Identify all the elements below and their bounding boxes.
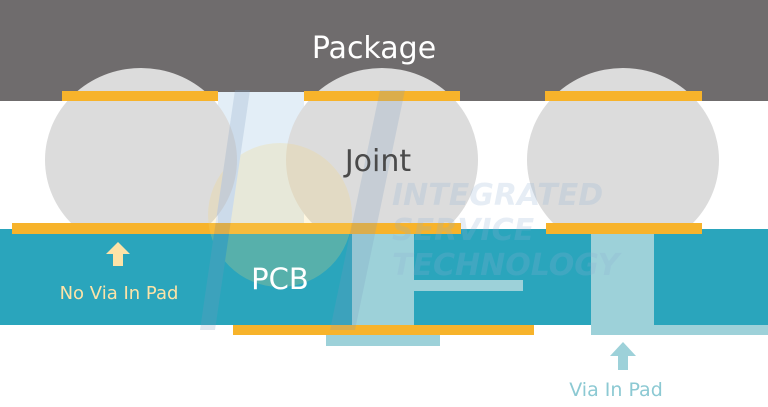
package-pad-2 — [304, 91, 460, 101]
watermark-line2: SERVICE — [392, 213, 535, 248]
solder-ball-3 — [527, 68, 719, 252]
pcb-bottom-pad — [233, 325, 534, 335]
bottom-via-strip — [326, 335, 440, 346]
via-arrow-icon — [610, 342, 636, 370]
watermark-line1: INTEGRATED — [392, 178, 603, 213]
solder-ball-1 — [45, 68, 237, 252]
package-pad-3 — [545, 91, 702, 101]
package-label: Package — [312, 31, 436, 66]
watermark: INTEGRATED SERVICE TECHNOLOGY — [200, 90, 623, 330]
via-in-pad-trace — [654, 325, 768, 335]
joint-label: Joint — [343, 144, 412, 179]
solder-ball-2 — [286, 68, 478, 252]
pcb-pad-right — [546, 223, 702, 234]
no-via-arrow-icon — [106, 242, 130, 266]
watermark-line3: TECHNOLOGY — [392, 248, 623, 283]
via-label: Via In Pad — [569, 379, 663, 401]
pcb-label: PCB — [251, 262, 309, 296]
via-middle — [352, 233, 414, 325]
via-middle-trace — [414, 280, 523, 291]
via-in-pad — [591, 233, 654, 335]
pcb-pad-left — [12, 223, 461, 234]
no-via-label: No Via In Pad — [60, 283, 179, 304]
package-pad-1 — [62, 91, 218, 101]
